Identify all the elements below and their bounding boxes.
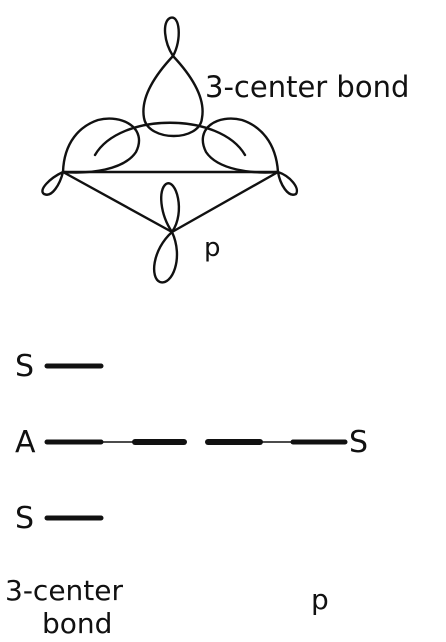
left-small-lobe	[41, 170, 65, 196]
p-orbital-label: p	[204, 233, 221, 263]
top-small-lobe	[163, 16, 180, 58]
level-label-s-right: S	[349, 425, 369, 460]
top-large-lobe	[142, 54, 204, 138]
bottom-right-label: p	[311, 583, 329, 616]
bottom-left-label-line2: bond	[42, 607, 113, 640]
right-large-lobe	[201, 117, 280, 174]
level-label-s-upper: S	[15, 349, 35, 384]
right-small-lobe	[276, 170, 299, 196]
level-label-a: A	[15, 425, 36, 460]
p-upper-lobe	[160, 182, 181, 234]
p-lower-lobe	[153, 230, 179, 284]
three-center-bond-label: 3-center bond	[205, 70, 410, 104]
level-label-s-lower: S	[15, 501, 35, 536]
left-large-lobe	[61, 117, 141, 174]
triangle-edges	[61, 170, 280, 234]
three-center-arc	[93, 121, 247, 157]
bottom-left-label-line1: 3-center	[5, 574, 124, 607]
